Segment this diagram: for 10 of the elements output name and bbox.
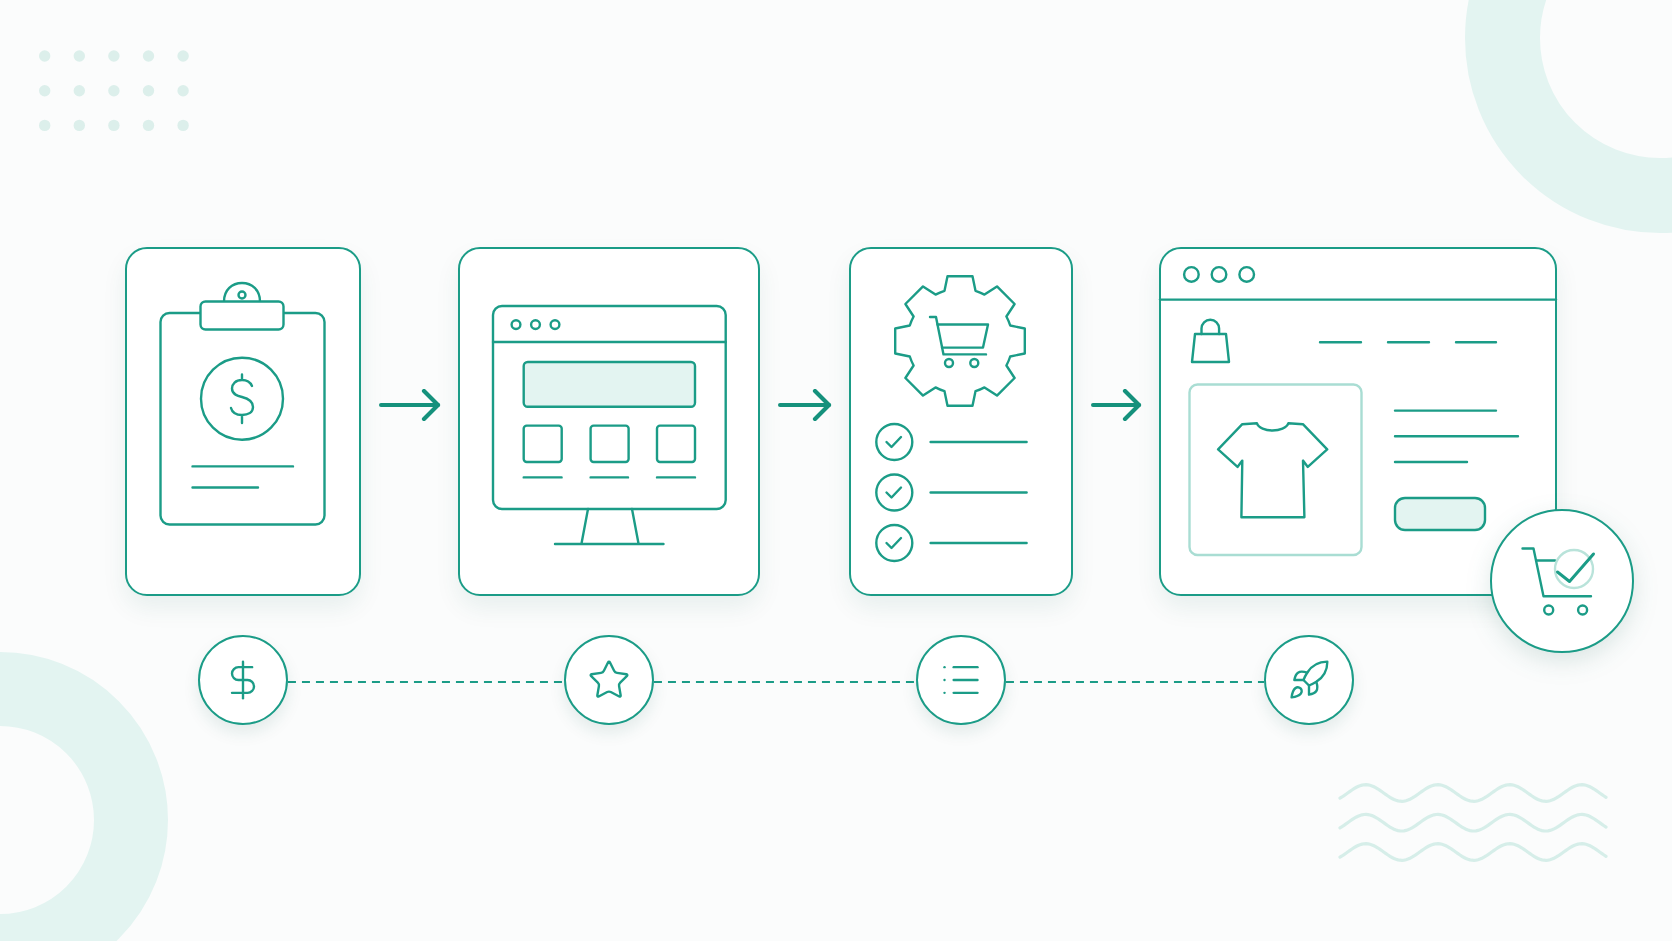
clipboard-card — [125, 247, 361, 596]
monitor-card — [458, 247, 760, 596]
browser-window-card — [1159, 247, 1557, 596]
dashed-connector — [1005, 680, 1265, 684]
arrow — [379, 388, 441, 422]
arrow — [778, 388, 832, 422]
dashed-connector — [653, 680, 917, 684]
arrow — [1091, 388, 1142, 422]
dashed-connector — [287, 680, 565, 684]
checklist-card — [849, 247, 1073, 596]
